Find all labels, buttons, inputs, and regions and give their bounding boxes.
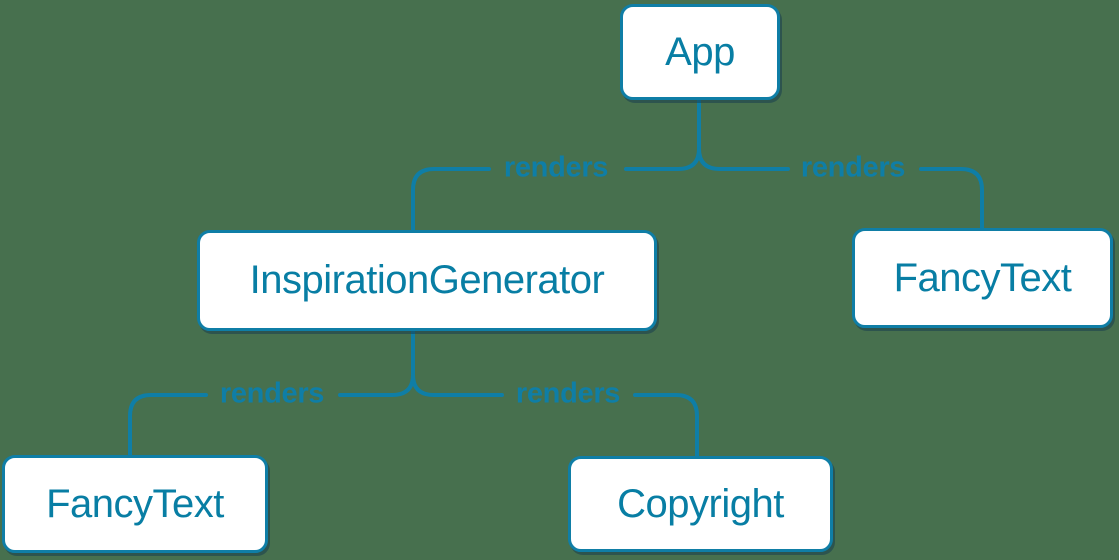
node-fancy-text-left: FancyText xyxy=(2,455,268,553)
node-app: App xyxy=(620,4,780,100)
node-fancy-text-right: FancyText xyxy=(852,228,1113,328)
edge-app-to-inspirationgenerator-segment-b xyxy=(411,167,491,233)
edge-ig-to-fancytext-segment-a xyxy=(338,329,415,397)
edge-label-ig-copyright: renders xyxy=(515,377,621,410)
edge-app-to-fancytext-segment-a xyxy=(697,147,790,171)
node-fancy-text-left-label: FancyText xyxy=(46,481,224,526)
edge-ig-to-copyright-segment-b xyxy=(633,393,699,458)
edge-label-app-fancytext: renders xyxy=(800,151,906,184)
node-fancy-text-right-label: FancyText xyxy=(893,255,1072,300)
edge-label-ig-fancytext: renders xyxy=(219,377,325,410)
node-inspiration-generator: InspirationGenerator xyxy=(197,230,657,331)
edge-ig-to-fancytext-segment-b xyxy=(128,393,208,458)
node-copyright: Copyright xyxy=(568,456,833,552)
edge-app-to-inspirationgenerator-segment-a xyxy=(624,98,701,171)
node-copyright-label: Copyright xyxy=(617,481,784,526)
edge-ig-to-copyright-segment-a xyxy=(411,373,504,397)
edge-label-app-inspirationgenerator: renders xyxy=(503,151,609,184)
edge-app-to-fancytext-segment-b xyxy=(919,167,984,231)
node-app-label: App xyxy=(665,29,735,74)
node-inspiration-generator-label: InspirationGenerator xyxy=(249,258,605,302)
